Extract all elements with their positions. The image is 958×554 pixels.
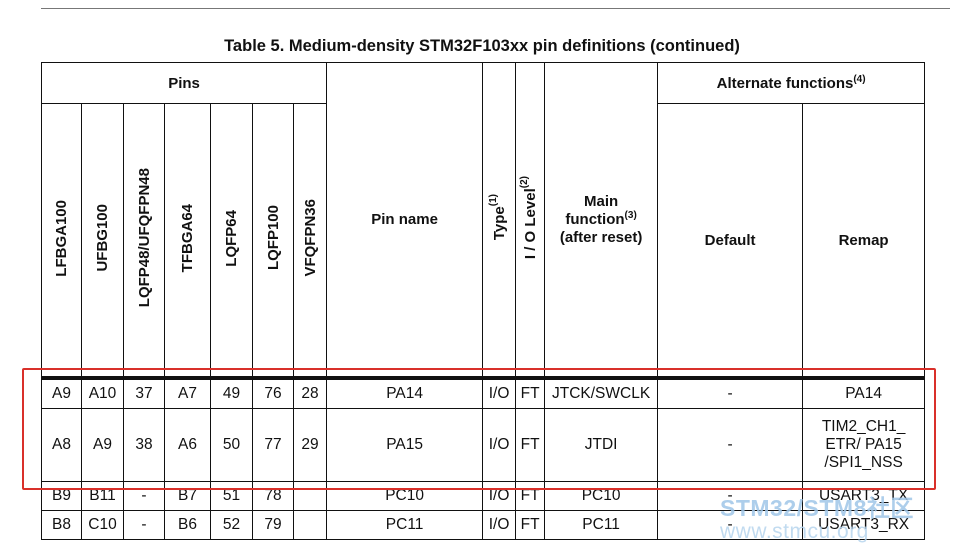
pin-name-header: Pin name — [326, 62, 484, 379]
type-cell: I/O — [482, 376, 517, 409]
pin-cell: B7 — [164, 481, 211, 511]
pin-cell: 77 — [252, 408, 294, 482]
default-cell: - — [657, 510, 804, 540]
pin-cell: B9 — [41, 481, 82, 511]
pin-cell: 37 — [123, 376, 165, 409]
pin-name-cell: PA15 — [326, 408, 484, 482]
pin-cell: 51 — [210, 481, 253, 511]
pin-cell — [292, 510, 328, 540]
pin-cell — [292, 481, 328, 511]
pin-name-cell: PA14 — [326, 376, 484, 409]
pin-cell: B6 — [164, 510, 211, 540]
main-function-cell: JTCK/SWCLK — [544, 376, 659, 409]
package-header-vfqfpn36: VFQFPN36 — [292, 103, 328, 379]
default-cell: - — [657, 481, 804, 511]
pin-name-cell: PC10 — [326, 481, 484, 511]
package-header-ufbg100: UFBG100 — [81, 103, 124, 379]
table-row-pc11: B8 C10 - B6 52 79 PC11 I/O FT PC11 - USA… — [41, 510, 926, 540]
main-function-cell: PC10 — [544, 481, 659, 511]
pin-cell: A9 — [81, 408, 124, 482]
package-header-lqfp48: LQFP48/UFQFPN48 — [123, 103, 165, 379]
table-row-pc10: B9 B11 - B7 51 78 PC10 I/O FT PC10 - USA… — [41, 481, 926, 511]
pin-cell: 49 — [210, 376, 253, 409]
type-cell: I/O — [482, 408, 517, 482]
pin-cell: A6 — [164, 408, 211, 482]
pin-cell: A10 — [81, 376, 124, 409]
pin-cell: 79 — [252, 510, 294, 540]
pin-cell: 28 — [292, 376, 328, 409]
remap-header: Remap — [802, 103, 926, 379]
pin-cell: 29 — [292, 408, 328, 482]
remap-cell: USART3_TX — [802, 481, 926, 511]
pin-cell: - — [123, 481, 165, 511]
pin-cell: - — [123, 510, 165, 540]
table-row-pa14: A9 A10 37 A7 49 76 28 PA14 I/O FT JTCK/S… — [41, 376, 926, 409]
remap-cell: TIM2_CH1_ ETR/ PA15 /SPI1_NSS — [802, 408, 926, 482]
pins-group-header: Pins — [40, 62, 328, 104]
pin-cell: 78 — [252, 481, 294, 511]
type-cell: I/O — [482, 510, 517, 540]
pin-cell: A9 — [41, 376, 82, 409]
type-cell: I/O — [482, 481, 517, 511]
main-function-cell: JTDI — [544, 408, 659, 482]
main-function-cell: PC11 — [544, 510, 659, 540]
package-header-lqfp64: LQFP64 — [210, 103, 253, 379]
pin-cell: 76 — [252, 376, 294, 409]
pin-cell: 52 — [210, 510, 253, 540]
pin-cell: 50 — [210, 408, 253, 482]
pin-cell: A7 — [164, 376, 211, 409]
pin-cell: 38 — [123, 408, 165, 482]
pin-cell: C10 — [81, 510, 124, 540]
type-header: Type(1) — [482, 62, 517, 379]
main-function-header: Main function(3) (after reset) — [544, 62, 659, 379]
io-level-header: I / O Level(2) — [515, 62, 546, 379]
table-row-pa15: A8 A9 38 A6 50 77 29 PA15 I/O FT JTDI - … — [41, 408, 926, 482]
pin-definitions-table: Pins Pin name Type(1) I / O Level(2) Mai… — [40, 62, 926, 540]
io-level-cell: FT — [515, 376, 546, 409]
table-caption: Table 5. Medium-density STM32F103xx pin … — [224, 37, 740, 55]
io-level-cell: FT — [515, 408, 546, 482]
io-level-cell: FT — [515, 481, 546, 511]
default-header: Default — [657, 103, 804, 379]
pin-name-cell: PC11 — [326, 510, 484, 540]
default-cell: - — [657, 408, 804, 482]
pin-cell: B8 — [41, 510, 82, 540]
package-header-tfbga64: TFBGA64 — [164, 103, 211, 379]
pin-cell: A8 — [41, 408, 82, 482]
remap-cell: PA14 — [802, 376, 926, 409]
remap-cell: USART3_RX — [802, 510, 926, 540]
package-header-lfbga100: LFBGA100 — [41, 103, 82, 379]
page-top-rule — [41, 8, 950, 9]
io-level-cell: FT — [515, 510, 546, 540]
package-header-lqfp100: LQFP100 — [252, 103, 294, 379]
pin-cell: B11 — [81, 481, 124, 511]
alternate-functions-header: Alternate functions(4) — [657, 62, 926, 104]
default-cell: - — [657, 376, 804, 409]
